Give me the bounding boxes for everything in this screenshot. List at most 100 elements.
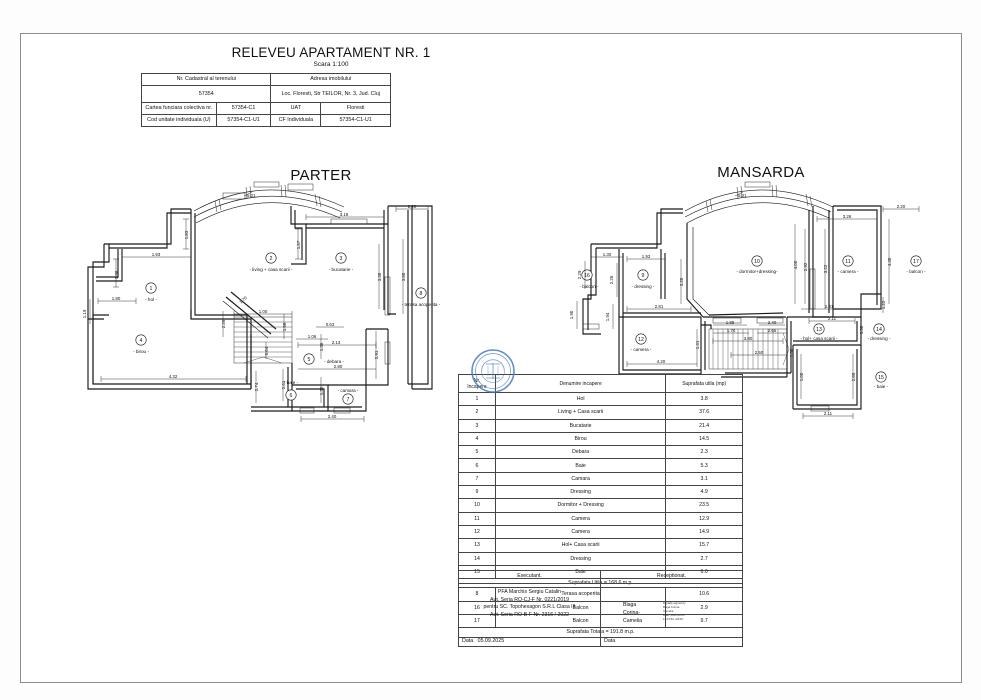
room-markers-mansarda: 16 - balcon - 9 - dressing - 10 - dormit… xyxy=(579,255,926,389)
signature-meta-line-5: 11:04:53 +03'00' xyxy=(663,617,684,622)
svg-text:1.30: 1.30 xyxy=(859,325,864,334)
plan-title-parter: PARTER xyxy=(290,167,352,184)
svg-text:1.85: 1.85 xyxy=(726,320,735,325)
floor-plan-parter: 5.01 xyxy=(82,181,441,422)
svg-text:3: 3 xyxy=(340,256,343,262)
svg-text:1.98: 1.98 xyxy=(114,270,119,279)
header-cell-cfind-value: 57354-C1-U1 xyxy=(320,114,391,127)
svg-text:5.01: 5.01 xyxy=(738,193,747,198)
svg-text:- balcon -: - balcon - xyxy=(579,284,599,289)
svg-text:4: 4 xyxy=(140,338,143,344)
col-header-name: Denumire incapere xyxy=(494,374,667,393)
cell-name: Hol xyxy=(494,391,667,407)
header-cell-unit-label: Cod unitate individuala (U) xyxy=(141,114,217,127)
header-cell-address-label: Adresa imobilului xyxy=(270,73,391,86)
header-cell-cf-label: Cartea funciara colectiva nr. xyxy=(141,102,217,115)
svg-text:1.70: 1.70 xyxy=(238,295,248,305)
executant-line-2: Aut. Seria RO-CJ-F Nr. 0221/2019 xyxy=(490,596,569,603)
receptionat-date-label: Data xyxy=(604,637,616,644)
svg-text:1: 1 xyxy=(150,286,153,292)
cell-area: 14.9 xyxy=(665,524,743,540)
svg-text:- hol -: - hol - xyxy=(145,297,157,302)
executant-label: Executant. xyxy=(458,570,601,584)
svg-text:1.30: 1.30 xyxy=(603,252,612,257)
cadastral-header-table: Nr. Cadastral al terenului Adresa imobil… xyxy=(140,73,391,127)
svg-text:2.50: 2.50 xyxy=(755,350,764,355)
digital-signature-metadata: Digitally signed by Blaga Corina- Cameli… xyxy=(663,601,723,621)
svg-text:9: 9 xyxy=(642,273,645,279)
cell-name: Dressing xyxy=(494,551,667,566)
svg-text:1.22: 1.22 xyxy=(881,300,886,309)
svg-text:2.11: 2.11 xyxy=(828,316,837,321)
cell-name: Camera xyxy=(494,524,667,540)
svg-text:2.91: 2.91 xyxy=(374,350,379,359)
svg-text:15: 15 xyxy=(878,375,884,381)
col-header-number-l1: Nr. xyxy=(473,377,481,384)
cell-area: 4.9 xyxy=(665,485,743,500)
signature-block: Executant. Receptionat. PFA Marchis Serg… xyxy=(458,570,743,647)
cell-area: 15.7 xyxy=(665,538,743,553)
svg-text:2.11: 2.11 xyxy=(824,411,833,416)
svg-text:8: 8 xyxy=(420,291,423,297)
svg-text:1.30: 1.30 xyxy=(319,386,324,395)
svg-text:2.65: 2.65 xyxy=(768,328,777,333)
svg-text:17: 17 xyxy=(913,259,919,265)
cell-number: 13 xyxy=(458,538,496,553)
svg-text:2.26: 2.26 xyxy=(221,319,226,328)
drawing-sheet: RELEVEU APARTAMENT NR. 1 Scara 1:100 Nr.… xyxy=(20,33,962,683)
svg-text:2: 2 xyxy=(270,256,273,262)
header-cell-cadastral-label: Nr. Cadastral al terenului xyxy=(140,73,272,86)
cell-area: 12.9 xyxy=(665,511,743,526)
svg-text:2.74: 2.74 xyxy=(254,382,259,391)
svg-text:5: 5 xyxy=(308,357,311,363)
signature-meta-line-1: Digitally signed by xyxy=(663,601,686,605)
receptionat-body: Blaga Corina- Camelia Digitally signed b… xyxy=(600,583,743,647)
svg-text:3.22: 3.22 xyxy=(823,264,828,273)
room-markers-parter: 1 - hol - 2 - living + casa scarii - 3 -… xyxy=(133,252,441,405)
svg-text:7: 7 xyxy=(347,397,350,403)
cell-name: Dormitor + Dressing xyxy=(494,498,667,513)
cell-number: 9 xyxy=(458,485,496,500)
document-scale: Scara 1:100 xyxy=(313,61,349,68)
executant-line-1: PFA Marchis Sergiu Catalin xyxy=(497,589,562,595)
cell-area: 3.1 xyxy=(665,471,743,487)
executant-line-3: pentru SC. Topohexagon S.R.L Clasa III xyxy=(483,604,576,611)
svg-text:- debara -: - debara - xyxy=(324,359,344,364)
executant-details: PFA Marchis Sergiu Catalin Aut. Seria RO… xyxy=(459,584,600,619)
svg-text:- dressing -: - dressing - xyxy=(868,336,891,341)
svg-text:11: 11 xyxy=(845,259,850,265)
svg-text:4.40: 4.40 xyxy=(887,257,892,266)
official-seal-stamp xyxy=(471,349,515,393)
dimension-lines-mansarda: 1.30 2.29 1.93 2.25 2.81 3.20 1.85 1.74 … xyxy=(569,204,920,419)
cell-area: 23.5 xyxy=(665,498,743,513)
header-cell-cadastral-number: 57354 xyxy=(140,85,272,103)
svg-text:0.63: 0.63 xyxy=(326,322,335,327)
table-row: Nr. Cadastral al terenului Adresa imobil… xyxy=(140,73,391,86)
svg-text:2.85: 2.85 xyxy=(851,372,856,381)
cell-number: 2 xyxy=(458,405,496,420)
svg-text:2.40: 2.40 xyxy=(768,320,777,325)
date-label: Data xyxy=(462,637,474,644)
executant-date: Data 05.09.2025 xyxy=(462,638,504,644)
signature-name: Blaga Corina- Camelia xyxy=(623,602,642,625)
cell-number: 14 xyxy=(458,551,496,566)
cell-area: 21.4 xyxy=(665,418,743,433)
date-value: 05.09.2025 xyxy=(477,637,505,644)
svg-text:1.83: 1.83 xyxy=(184,230,189,239)
svg-text:2.13: 2.13 xyxy=(332,340,341,345)
cell-number: 5 xyxy=(458,445,496,460)
svg-text:1.57: 1.57 xyxy=(296,240,301,249)
cell-number: 10 xyxy=(458,498,496,513)
svg-text:1.94: 1.94 xyxy=(605,312,610,321)
signature-name-line-3: Camelia xyxy=(623,617,643,624)
cell-area: 14.5 xyxy=(665,431,743,447)
cell-name: Baie xyxy=(494,458,667,473)
svg-text:3.80: 3.80 xyxy=(744,336,753,341)
header-cell-uat-label: UAT xyxy=(270,102,322,115)
cell-name: Camera xyxy=(494,511,667,526)
